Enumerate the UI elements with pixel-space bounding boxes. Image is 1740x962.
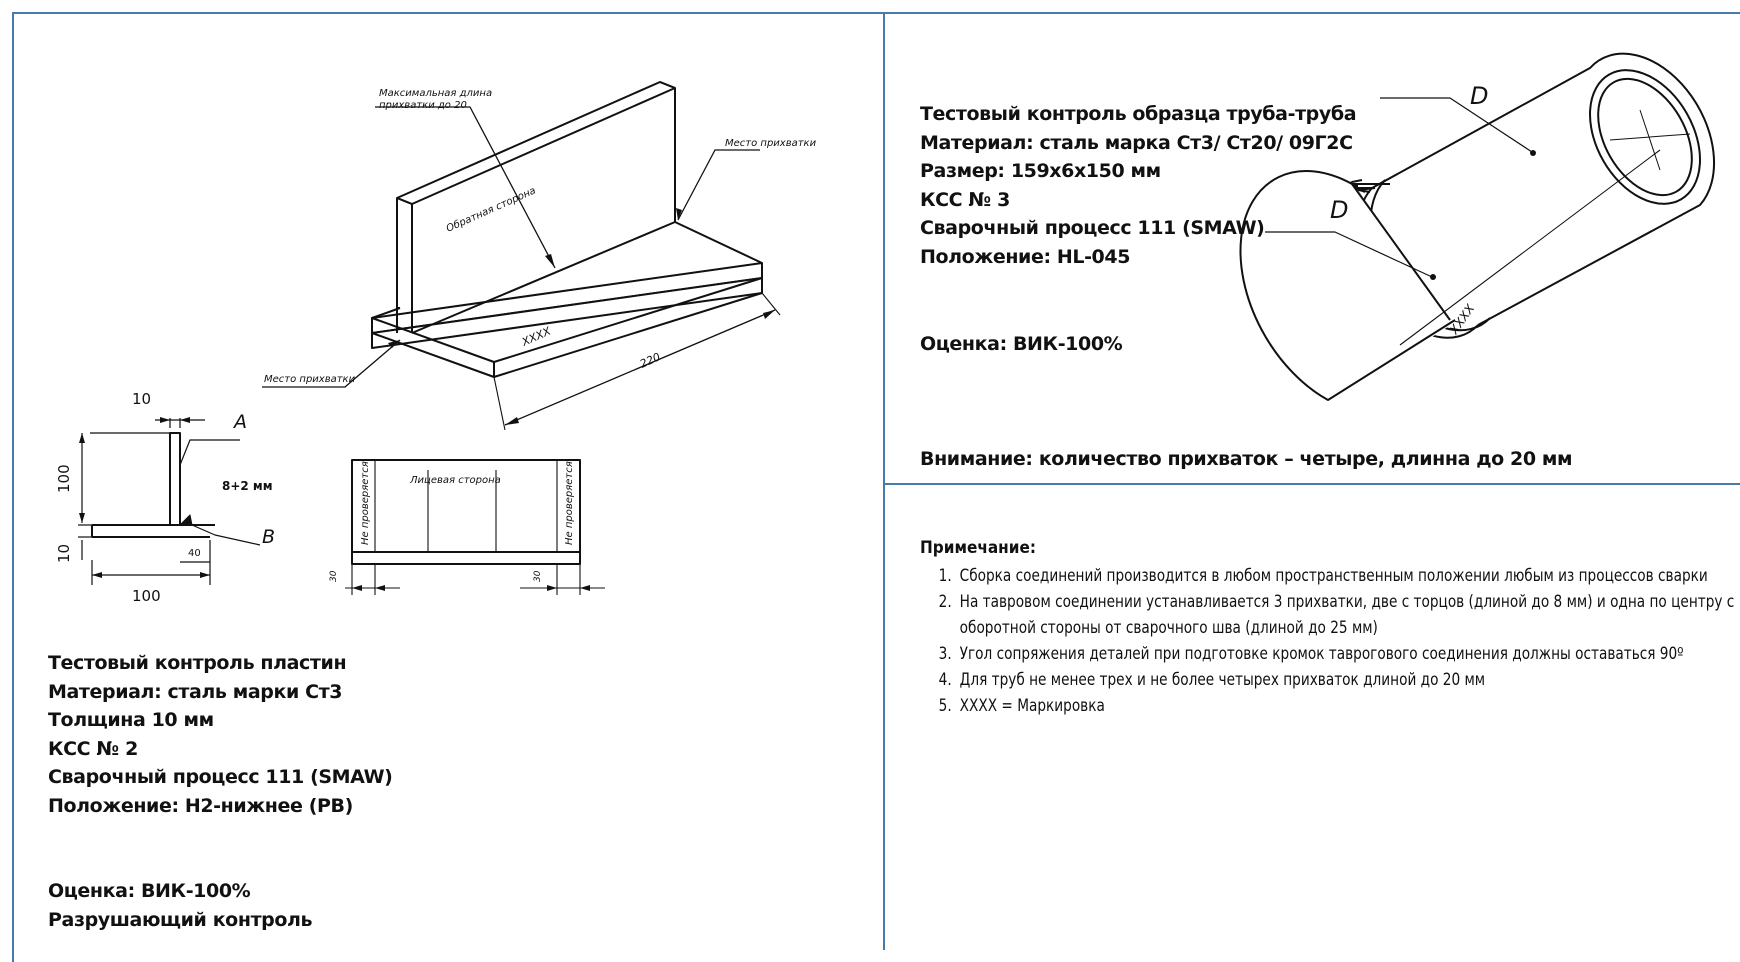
section-dim-bottom-thick: 10	[55, 544, 73, 563]
pipe-info-line: Положение: HL-045	[920, 245, 1131, 268]
plate-info-line: Тестовый контроль пластин	[48, 652, 347, 674]
horizontal-divider	[884, 483, 1740, 485]
pipe-warning: Внимание: количество прихваток – четыре,…	[920, 448, 1573, 470]
sheet-frame	[12, 12, 1740, 962]
tack-place-left-label: Место прихватки	[264, 374, 356, 385]
section-label-b: B	[262, 526, 275, 548]
note-item: Для труб не менее трех и не более четыре…	[956, 667, 1740, 693]
plate-info-line: КСС № 2	[48, 737, 138, 760]
pipe-label-d1: D	[1470, 82, 1488, 110]
front-dim-left: 30	[329, 570, 339, 582]
iso-t-joint-drawing	[262, 81, 781, 431]
note-item: Угол сопряжения деталей при подготовке к…	[956, 641, 1740, 667]
notes-list: Сборка соединений производится в любом п…	[920, 563, 1735, 719]
iso-length-label: 220	[638, 350, 662, 370]
pipe-info-line: Размер: 159х6х150 мм	[920, 160, 1161, 182]
section-dim-width: 100	[132, 587, 161, 605]
no-eval-right-label: Не проверяется	[564, 461, 575, 545]
note-item: На тавровом соединении устанавливается 3…	[956, 589, 1740, 641]
tack-place-right-label: Место прихватки	[725, 138, 817, 149]
notes-section: Примечание: Сборка соединений производит…	[920, 535, 1735, 719]
plate-info-line: Положение: Н2-нижнее (PB)	[48, 794, 353, 817]
pipe-test-info: Тестовый контроль образца труба-труба Ма…	[920, 100, 1357, 271]
section-dim-top: 10	[132, 390, 151, 408]
pipe-grade: Оценка: ВИК-100%	[920, 333, 1123, 355]
pipe-info-line: Материал: сталь марка Ст3/ Ст20/ 09Г2С	[920, 131, 1353, 154]
plate-grade-line: Оценка: ВИК-100%	[48, 880, 251, 902]
pipe-info-line: Тестовый контроль образца труба-труба	[920, 103, 1357, 125]
plate-front-view-drawing	[345, 459, 605, 595]
section-dim-offset: 40	[188, 548, 201, 559]
face-side-label: Лицевая сторона	[409, 475, 501, 486]
notes-title: Примечание:	[920, 538, 1036, 558]
plate-test-info: Тестовый контроль пластин Материал: стал…	[48, 649, 393, 820]
max-tack-label-1: Максимальная длина	[379, 88, 492, 99]
plate-info-line: Сварочный процесс 111 (SMAW)	[48, 766, 393, 788]
plate-info-line: Материал: сталь марки Ст3	[48, 680, 343, 703]
max-tack-label-2: прихватки до 20	[379, 100, 467, 111]
note-item: ХХХХ = Маркировка	[956, 693, 1740, 719]
vertical-divider	[883, 12, 885, 950]
plate-info-line: Толщина 10 мм	[48, 709, 214, 731]
no-eval-left-label: Не проверяется	[360, 461, 371, 545]
pipe-info-line: Сварочный процесс 111 (SMAW)	[920, 217, 1265, 239]
pipe-drawing	[1239, 52, 1716, 401]
plate-grade-line: Разрушающий контроль	[48, 908, 313, 931]
front-dim-right: 30	[533, 570, 543, 582]
note-item: Сборка соединений производится в любом п…	[956, 563, 1740, 589]
pipe-info-line: КСС № 3	[920, 188, 1010, 211]
section-label-a: A	[232, 411, 247, 433]
t-joint-section-drawing	[78, 418, 261, 585]
section-dim-height: 100	[55, 464, 73, 493]
plate-grade: Оценка: ВИК-100% Разрушающий контроль	[48, 877, 313, 934]
pipe-label-d2: D	[1330, 196, 1348, 224]
weld-size-label: 8+2 мм	[222, 479, 273, 493]
